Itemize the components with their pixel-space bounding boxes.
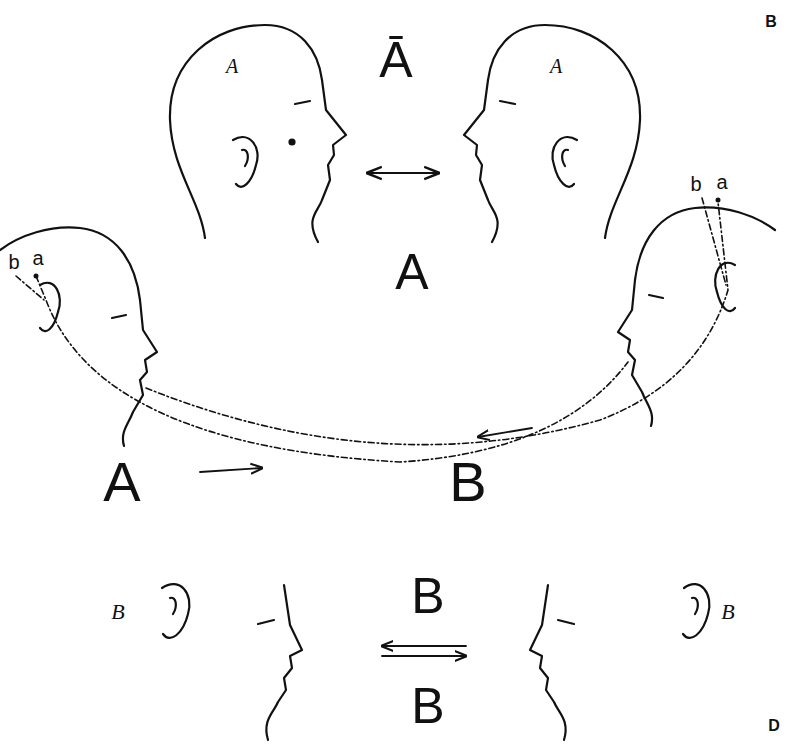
face-bottom-left [162, 584, 302, 740]
brain-point: a [32, 248, 43, 268]
letter-heading: B [411, 571, 444, 621]
speaker-letter: A [103, 454, 140, 510]
exchange-arrow [382, 645, 466, 647]
head-letter: A [226, 56, 238, 76]
letter-heading: A [395, 247, 428, 297]
direction-arrow [478, 428, 532, 437]
head-letter: A [550, 56, 562, 76]
speaker-letter: B [449, 454, 486, 510]
head-top-left [170, 25, 346, 242]
exchange-arrow [382, 655, 466, 657]
brain-point: b [690, 174, 701, 194]
letter-heading: Ā [379, 35, 412, 85]
ear-letter: B [111, 601, 124, 623]
corner-letter: D [768, 718, 780, 734]
brain-point: a [716, 172, 727, 192]
ear-letter: B [721, 601, 734, 623]
letter-heading: B [411, 681, 444, 731]
head-top-right [464, 25, 640, 242]
face-bottom-right [530, 584, 709, 740]
brain-point: b [8, 252, 19, 272]
circuit-path [16, 198, 728, 462]
head-middle-right [618, 207, 775, 426]
corner-letter: B [765, 14, 777, 30]
head-middle-left [0, 227, 157, 446]
direction-arrow [200, 468, 262, 472]
exchange-arrow [368, 172, 438, 174]
